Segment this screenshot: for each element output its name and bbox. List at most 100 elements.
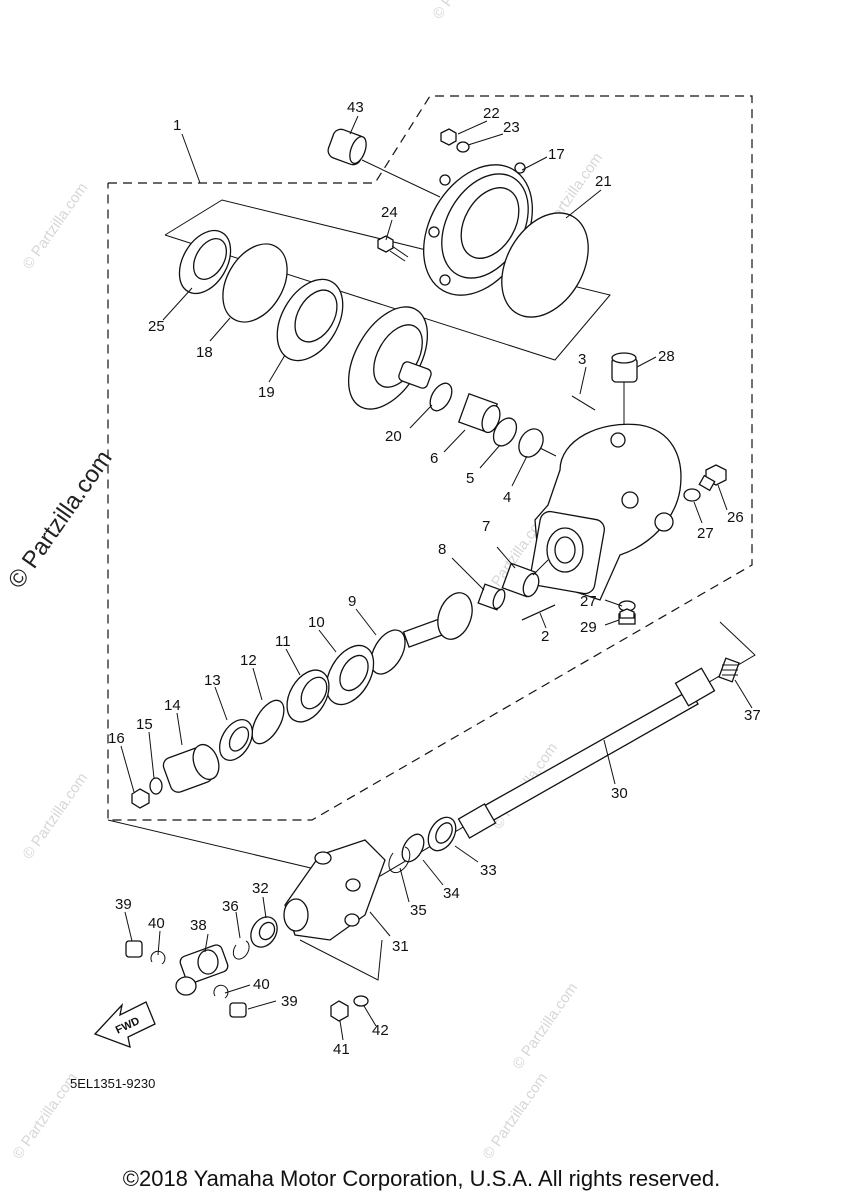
callout-29: 29 [580, 619, 597, 636]
part-15-washer [149, 777, 163, 795]
part-14-collar [162, 743, 220, 793]
part-5-spacer [492, 417, 518, 447]
ring-gear [347, 306, 432, 410]
callout-42: 42 [372, 1022, 389, 1039]
part-24-bolt [377, 235, 409, 262]
part-6-bearing [457, 392, 501, 434]
part-20-shim [429, 382, 453, 412]
callout-2: 2 [541, 628, 549, 645]
part-28-cap [611, 352, 638, 383]
callout-5: 5 [466, 470, 474, 487]
callout-40: 40 [148, 915, 165, 932]
part-34-shim [401, 833, 425, 863]
callout-38: 38 [190, 917, 207, 934]
pinion-gear [402, 592, 473, 648]
callout-26: 26 [727, 509, 744, 526]
part-38-universal-joint [175, 944, 229, 996]
callout-19: 19 [258, 384, 275, 401]
callout-27: 27 [580, 593, 597, 610]
callout-31: 31 [392, 938, 409, 955]
part-30-drive-shaft [457, 667, 716, 839]
part-39-cap [229, 1002, 247, 1018]
callout-24: 24 [381, 204, 398, 221]
callout-8: 8 [438, 541, 446, 558]
callout-25: 25 [148, 318, 165, 335]
part-32-seal [250, 916, 278, 948]
callout-18: 18 [196, 344, 213, 361]
callout-7: 7 [482, 518, 490, 535]
part-40-circlip [213, 984, 229, 999]
part-4-seal [518, 428, 544, 458]
part-3-stud [571, 395, 596, 411]
watermark: © Partzilla.com [19, 770, 91, 863]
callout-21: 21 [595, 173, 612, 190]
part-29-plug [618, 608, 636, 625]
part-2-stud [521, 604, 556, 621]
part-41-nut [330, 1000, 349, 1022]
part-43-bushing [327, 128, 367, 166]
copyright-text: ©2018 Yamaha Motor Corporation, U.S.A. A… [122, 1166, 721, 1191]
diagram-code: 5EL1351-9230 [70, 1076, 155, 1091]
callout-27: 27 [697, 525, 714, 542]
part-35-circlip [388, 846, 411, 874]
callout-17: 17 [548, 146, 565, 163]
callout-10: 10 [308, 614, 325, 631]
callout-12: 12 [240, 652, 257, 669]
callout-14: 14 [164, 697, 181, 714]
callout-28: 28 [658, 348, 675, 365]
watermark: © Partzilla.com [509, 980, 581, 1073]
callout-34: 34 [443, 885, 460, 902]
part-7-bearing [501, 562, 540, 598]
part-9-shim [370, 629, 406, 675]
callout-labels: 1 2 3 4 5 6 7 8 9 10 11 12 13 14 15 16 1… [108, 99, 761, 1058]
part-13-seal [218, 719, 254, 761]
leader-lines [120, 115, 753, 1041]
callout-36: 36 [222, 898, 239, 915]
callout-4: 4 [503, 489, 511, 506]
callout-39: 39 [115, 896, 132, 913]
watermark: © Partzilla.com [479, 1070, 551, 1163]
part-21-o-ring [501, 212, 589, 318]
callout-43: 43 [347, 99, 364, 116]
callout-6: 6 [430, 450, 438, 467]
callout-16: 16 [108, 730, 125, 747]
callout-33: 33 [480, 862, 497, 879]
part-8-bushing [477, 583, 506, 611]
callout-11: 11 [275, 633, 291, 650]
callout-20: 20 [385, 428, 402, 445]
part-25-oil-seal [178, 229, 232, 295]
callout-35: 35 [410, 902, 427, 919]
part-22-nut [440, 128, 457, 146]
part-40-circlip [150, 950, 166, 965]
callout-40: 40 [253, 976, 270, 993]
watermark-main: © Partzilla.com [3, 445, 118, 593]
bracket-outline [299, 939, 383, 981]
callout-30: 30 [611, 785, 628, 802]
callout-3: 3 [578, 351, 586, 368]
part-26-plug [698, 464, 727, 492]
part-23-washer [456, 141, 470, 153]
callout-41: 41 [333, 1041, 350, 1058]
part-12-o-ring [251, 699, 285, 745]
callout-13: 13 [204, 672, 221, 689]
part-31-bracket [283, 839, 386, 941]
callout-15: 15 [136, 716, 153, 733]
part-11-nut [286, 669, 330, 723]
watermark: © Partzilla.com [429, 0, 501, 22]
fwd-arrow-icon: FWD [93, 1001, 156, 1049]
part-42-washer [353, 995, 369, 1007]
callout-23: 23 [503, 119, 520, 136]
part-16-nut [131, 788, 150, 809]
watermark: © Partzilla.com [19, 180, 91, 273]
gear-case [529, 423, 682, 601]
callout-1: 1 [173, 117, 181, 134]
part-36-clip [232, 940, 250, 960]
callout-9: 9 [348, 593, 356, 610]
part-33-seal [427, 816, 457, 852]
part-37-spring [718, 657, 740, 683]
callout-39: 39 [281, 993, 298, 1010]
part-18-shim [222, 243, 288, 323]
part-19-bearing [276, 278, 344, 362]
subgroup-outline [164, 199, 611, 361]
